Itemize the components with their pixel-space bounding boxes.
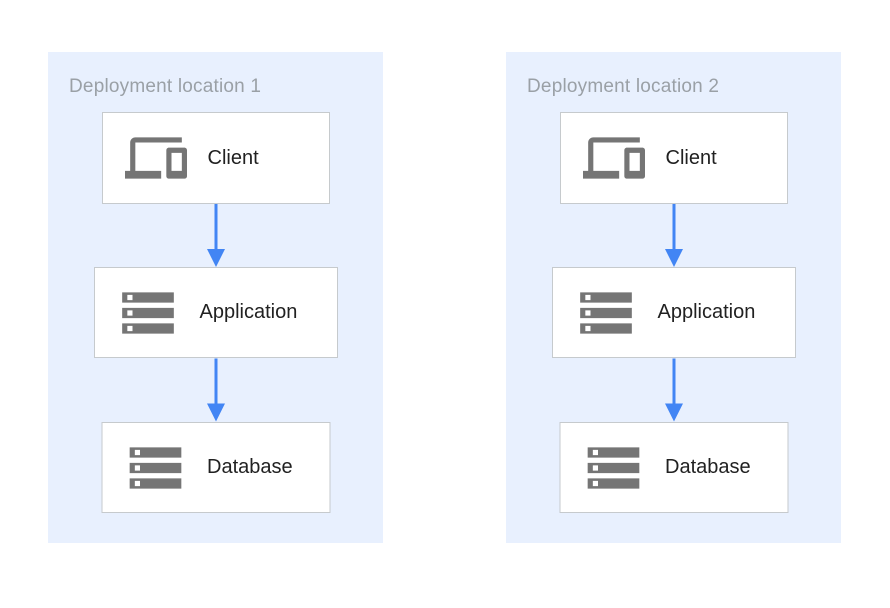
devices-icon [125,127,187,189]
arrow-application-to-database [206,358,226,427]
node-label: Application [199,301,298,323]
node-application: Application [93,267,338,358]
deployment-panel-1: Deployment location 1 Client Application… [48,52,383,543]
node-label: Client [665,146,717,169]
node-label: Application [657,301,756,323]
devices-icon [583,127,645,189]
servers-icon [117,282,179,344]
node-label: Database [207,456,293,478]
node-database: Database [101,422,330,513]
panel-title: Deployment location 1 [69,76,262,97]
servers-icon [575,282,637,344]
servers-icon [124,437,186,499]
node-client: Client [559,112,788,204]
node-application: Application [551,267,796,358]
arrow-client-to-application [664,204,684,272]
node-label: Client [207,146,259,169]
node-database: Database [559,422,788,513]
deployment-panel-2: Deployment location 2 Client Application… [506,52,841,543]
node-client: Client [101,112,330,204]
arrow-client-to-application [206,204,226,272]
node-label: Database [665,456,751,478]
panel-title: Deployment location 2 [527,76,720,97]
arrow-application-to-database [664,358,684,427]
servers-icon [582,437,644,499]
